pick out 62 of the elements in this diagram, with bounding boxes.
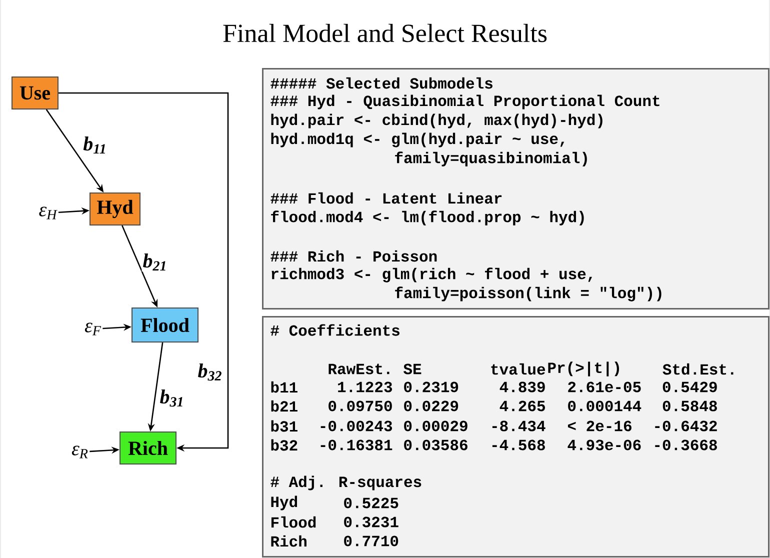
code-line: ##### Selected Submodels bbox=[270, 77, 492, 89]
code-line: richmod3 <- glm(rich ~ flood + use, bbox=[272, 268, 592, 282]
table-cell: b21 bbox=[271, 400, 298, 412]
table-cell: b32 bbox=[271, 439, 298, 451]
table-cell: 0.5225 bbox=[344, 498, 398, 508]
table-cell: 0.09750 bbox=[328, 400, 392, 412]
table-cell: -4.568 bbox=[492, 440, 545, 450]
variable-box: Rich bbox=[120, 432, 176, 464]
table-cell: 0.5429 bbox=[662, 382, 717, 392]
variable-box: Hyd bbox=[90, 192, 140, 226]
variable-box: Flood bbox=[132, 308, 198, 342]
table-cell: -0.00243 bbox=[320, 420, 392, 432]
error-term: ε$_{H}$ bbox=[39, 206, 58, 220]
arrow bbox=[58, 92, 229, 452]
table-cell: 0.0229 bbox=[404, 400, 458, 412]
table-cell: < 2e-16 bbox=[568, 420, 632, 432]
table-cell: 0.00029 bbox=[404, 420, 468, 432]
code-line: family=quasibinomial) bbox=[395, 152, 587, 166]
code-line: hyd.pair <- cbind(hyd, max(hyd)-hyd) bbox=[271, 114, 602, 128]
table-cell: 0.000144 bbox=[568, 400, 642, 412]
table-cell: 0.3231 bbox=[344, 516, 398, 528]
table-cell: 4.265 bbox=[500, 400, 545, 412]
table-cell: Rich bbox=[271, 535, 306, 547]
table-cell: 2.61e-05 bbox=[568, 382, 641, 392]
table-cell: 0.03586 bbox=[404, 440, 468, 450]
table-cell: tvalue bbox=[491, 363, 546, 375]
table-cell: Flood bbox=[271, 516, 316, 528]
edge-label: b$_{32}$ bbox=[196, 362, 224, 382]
table-cell: RawEst. bbox=[328, 364, 390, 374]
title: Final Model and Select Results bbox=[223, 24, 547, 42]
table-cell: Hyd bbox=[271, 496, 298, 510]
code-line: ### Hyd - Quasibinomial Proportional Count bbox=[270, 94, 660, 110]
error-term: ε$_{R}$ bbox=[72, 446, 88, 458]
code-line: ### Flood - Latent Linear bbox=[270, 192, 502, 204]
table-cell: b31 bbox=[271, 420, 298, 432]
code-line: # Coefficients bbox=[270, 324, 400, 336]
error-term: ε$_{F}$ bbox=[84, 322, 102, 336]
code-panel bbox=[262, 316, 770, 558]
table-cell: 0.7710 bbox=[344, 536, 398, 546]
table-cell: Pr(>|t|) bbox=[548, 362, 619, 376]
code-line: ### Rich - Poisson bbox=[270, 250, 437, 262]
code-line: hyd.mod1q <- glm(hyd.pair ~ use, bbox=[271, 132, 564, 148]
table-cell: 4.93e-06 bbox=[568, 440, 641, 450]
code-line: family=poisson(link = "log")) bbox=[395, 286, 662, 302]
table-cell: -8.434 bbox=[492, 420, 546, 432]
code-line: # Adj. R-squares bbox=[270, 476, 422, 490]
table-cell: 0.5848 bbox=[662, 400, 717, 412]
edge-label: b$_{31}$ bbox=[158, 388, 186, 408]
code-panel bbox=[262, 68, 770, 310]
table-cell: -0.3668 bbox=[655, 440, 717, 450]
edge-label: b$_{11}$ bbox=[82, 136, 108, 154]
table-cell: Std.Est. bbox=[662, 363, 734, 375]
table-cell: SE bbox=[404, 364, 422, 374]
code-line: flood.mod4 <- lm(flood.prop ~ hyd) bbox=[271, 210, 584, 226]
variable-box: Use bbox=[12, 76, 58, 110]
table-cell: b11 bbox=[271, 381, 298, 393]
edge-label: b$_{21}$ bbox=[142, 252, 168, 272]
table-cell: -0.6432 bbox=[655, 420, 717, 432]
table-cell: 0.2319 bbox=[404, 382, 458, 392]
table-cell: 4.839 bbox=[500, 382, 545, 392]
table-cell: 1.1223 bbox=[338, 382, 392, 392]
table-cell: -0.16381 bbox=[320, 440, 392, 450]
